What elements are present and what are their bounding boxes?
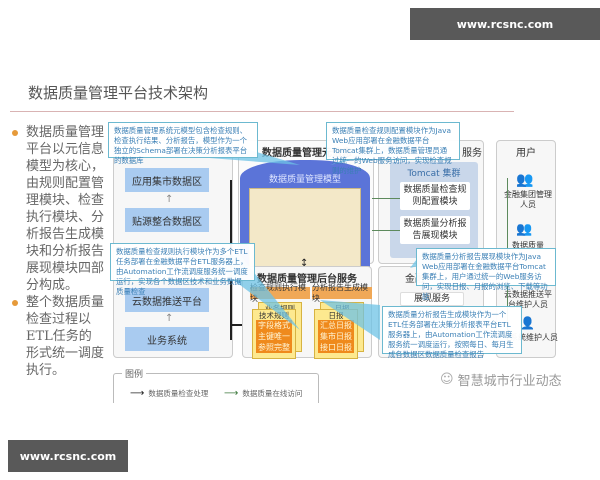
web-service-header: 服务 — [462, 148, 482, 159]
legend-item-check: ⟶ 数据质量检查处理 — [130, 388, 208, 399]
report-gen-title: 分析报告生成模块 — [312, 283, 372, 303]
rule-row: 主键唯一 — [256, 331, 292, 342]
tech-rules-card: 技术规则 字段格式 主键唯一 参照完整 — [252, 309, 296, 359]
bullet-text: 数据质量管理平台以元信息模型为核心，由规则配置管理模块、检查执行模块、分析报告生… — [26, 125, 105, 293]
zone-cloud-push: 云数据推送平台 — [125, 288, 209, 312]
watermark-top: www.rcsnc.com — [410, 8, 600, 40]
legend-item-online: ⟶ 数据质量在线访问 — [224, 388, 302, 399]
finance-header: 金融 — [405, 274, 425, 285]
legend-label: 数据质量在线访问 — [242, 389, 303, 398]
report-row: 集市日报 — [318, 331, 354, 342]
user-finance-managers: 金融集团管理人员 — [504, 190, 552, 209]
legend-title: 图例 — [122, 367, 147, 380]
display-service-box: 展现服务 — [400, 292, 464, 306]
metadata-header: 数据质量管理元信息 — [262, 148, 352, 159]
tech-rules-label: 技术规则 — [259, 311, 289, 320]
source-attribution: ☺ 智慧城市行业动态 — [440, 370, 562, 389]
backend-header: 数据质量管理后台服务 — [257, 274, 357, 285]
bullet-text: 整个数据质量检查过程以ETL任务的形式统一调度执行。 — [26, 295, 105, 378]
green-arrow-icon: ⟶ — [224, 388, 239, 399]
bullet-list: 数据质量管理平台以元信息模型为核心，由规则配置管理模块、检查执行模块、分析报告生… — [12, 124, 104, 379]
callout-report-display: 数据质量分析报告展现模块作为Java Web应用部署在金融数据平台Tomcat集… — [416, 248, 556, 301]
user-icon: 👤 — [520, 316, 535, 330]
page-title: 数据质量管理平台技术架构 — [28, 84, 209, 102]
legend: 图例 ⟶ 数据质量检查处理 ⟶ 数据质量在线访问 — [113, 367, 319, 403]
up-arrow-icon: ↑ — [165, 194, 174, 205]
user-data-quality: 数据质量 — [512, 241, 544, 250]
callout-rule-config: 数据质量检查规则配置模块作为Java Web应用部署在金融数据平台Tomcat集… — [326, 122, 460, 175]
online-access-line — [372, 198, 400, 199]
bullet-dot-icon — [12, 130, 18, 136]
rule-row: 参照完整 — [256, 342, 292, 353]
model-title: 数据质量管理模型 — [268, 175, 341, 185]
rule-config-module: 数据质量检查规则配置模块 — [400, 182, 470, 210]
bullet-item: 整个数据质量检查过程以ETL任务的形式统一调度执行。 — [12, 294, 104, 379]
zone-app-mart: 应用集市数据区 — [125, 168, 209, 192]
daily-report-label: 日报 — [328, 311, 344, 320]
tomcat-label: Tomcat 集群 — [407, 169, 461, 179]
up-arrow-icon: ↑ — [165, 313, 174, 324]
online-access-line — [372, 230, 400, 231]
callout-report-gen: 数据质量分析报告生成模块作为一个ETL任务部署在决策分析报表平台ETL服务器上，… — [382, 306, 522, 359]
rule-row: 字段格式 — [256, 320, 292, 331]
bullet-item: 数据质量管理平台以元信息模型为核心，由规则配置管理模块、检查执行模块、分析报告生… — [12, 124, 104, 294]
report-display-module: 数据质量分析报告展现模块 — [400, 216, 470, 244]
bullet-dot-icon — [12, 300, 18, 306]
callout-metamodel: 数据质量管理系统元模型包含检查规则、检查执行结果、分析报告，模型作为一个独立的S… — [108, 122, 258, 165]
legend-label: 数据质量检查处理 — [148, 389, 209, 398]
zone-source-integration: 贴源整合数据区 — [125, 208, 209, 232]
callout-rule-exec: 数据质量检查规则执行模块作为多个ETL任务部署在金融数据平台ETL服务器上，由A… — [110, 243, 255, 296]
user-system-maintainers: 系统维护人员 — [510, 333, 558, 342]
zone-business-system: 业务系统 — [125, 327, 209, 351]
flow-line — [230, 324, 246, 326]
title-divider — [10, 111, 514, 112]
report-row: 汇总日报 — [318, 320, 354, 331]
black-arrow-icon: ⟶ — [130, 388, 145, 399]
wechat-icon: ☺ — [440, 372, 454, 387]
daily-report-card: 日报 汇总日报 集市日报 接口日报 — [314, 309, 358, 359]
source-label: 智慧城市行业动态 — [457, 374, 562, 389]
user-icon: 👥 — [516, 222, 533, 237]
updown-arrow-icon: ↕ — [300, 258, 309, 269]
watermark-bottom: www.rcsnc.com — [8, 440, 128, 472]
report-row: 接口日报 — [318, 342, 354, 353]
users-header: 用户 — [516, 148, 536, 159]
user-group-icon: 👥 — [516, 172, 534, 188]
user-cloud-push-maintainers: 云数据推送平台维护人员 — [504, 290, 552, 309]
